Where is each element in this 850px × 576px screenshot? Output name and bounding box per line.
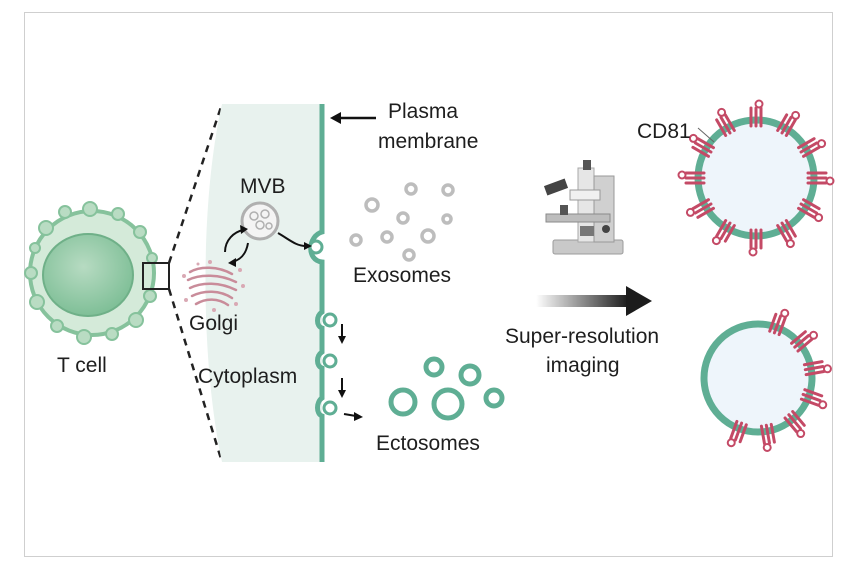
cd81-loop xyxy=(791,110,801,120)
cd81-label: CD81 xyxy=(637,120,691,143)
cd81-loop xyxy=(809,330,819,340)
cd81-strand xyxy=(801,392,822,403)
cd81-strand xyxy=(693,202,713,215)
cd81-strand xyxy=(780,115,793,135)
t-cell-protrusions xyxy=(24,201,158,345)
imaging-label-line2: imaging xyxy=(546,354,620,377)
cd81-strand xyxy=(803,365,825,372)
down-arrow-1 xyxy=(338,336,346,344)
cd81-loop xyxy=(717,107,727,117)
cd81-strand xyxy=(719,221,732,241)
cd81-loop xyxy=(814,213,824,223)
cd81-loop xyxy=(748,247,758,257)
mvb xyxy=(240,201,280,241)
cd81-strand xyxy=(715,118,728,137)
cd81-pointer xyxy=(697,127,715,143)
cd81-strand xyxy=(776,224,789,243)
exosomes-label: Exosomes xyxy=(353,264,452,287)
cd81-strand xyxy=(696,206,715,219)
cd81-strand xyxy=(797,137,816,150)
ectosome-release-arrow xyxy=(354,412,363,421)
cd81-strand xyxy=(790,330,807,345)
cd81-strand xyxy=(715,219,728,238)
zoom-line-bottom xyxy=(167,288,224,463)
cd81-loop xyxy=(796,429,806,439)
cd81-strand xyxy=(776,113,789,132)
mvb-label: MVB xyxy=(240,175,286,198)
cd81-strand xyxy=(787,413,802,431)
plasma-membrane-label-line2: membrane xyxy=(378,130,479,153)
cd81-strand xyxy=(784,118,797,137)
cd81-loop xyxy=(818,400,828,410)
vesicle-top xyxy=(677,99,835,257)
cd81-strand xyxy=(759,424,767,446)
cd81-strand xyxy=(780,221,793,241)
cytoplasm-region xyxy=(205,104,322,462)
cd81-strand xyxy=(799,397,820,407)
t-cell-label: T cell xyxy=(57,354,107,377)
cd81-strand xyxy=(802,145,821,158)
cd81-loop xyxy=(822,364,832,374)
cd81-strand xyxy=(723,113,736,132)
cd81-strand xyxy=(696,137,715,150)
golgi xyxy=(186,266,238,307)
membrane-buds xyxy=(308,239,338,416)
cd81-strand xyxy=(768,312,778,333)
cd81-strand xyxy=(691,198,710,211)
t-cell-nucleus xyxy=(42,233,134,317)
t-cell xyxy=(24,201,170,345)
cd81-strand xyxy=(777,316,787,337)
down-arrow-2 xyxy=(338,390,346,398)
cd81-loop xyxy=(688,133,698,143)
cd81-loop xyxy=(711,236,721,246)
imaging-label-line1: Super-resolution xyxy=(505,325,660,348)
cd81-loop xyxy=(785,239,795,249)
cd81-strand xyxy=(802,360,824,367)
cd81-strand xyxy=(799,202,819,215)
cd81-strand xyxy=(803,388,824,398)
cd81-strand xyxy=(793,334,811,349)
cd81-strand xyxy=(738,423,748,444)
cd81-strand xyxy=(733,421,744,442)
cd81-strand xyxy=(802,198,821,211)
cd81-strand xyxy=(799,141,819,154)
zoom-line-top xyxy=(167,103,224,264)
cd81-strand xyxy=(769,422,776,444)
ectosomes xyxy=(388,356,505,421)
cd81-strand xyxy=(772,314,783,335)
cd81-loop xyxy=(762,442,772,452)
cd81-strand xyxy=(796,337,814,353)
vesicle-bottom xyxy=(700,308,832,452)
cd81-strand xyxy=(804,369,826,377)
cd81-loop xyxy=(825,176,835,186)
cd81-loop xyxy=(685,207,695,217)
cd81-loop xyxy=(754,99,764,109)
cd81-loop xyxy=(726,438,736,448)
figure-frame xyxy=(24,12,833,557)
imaging-arrow xyxy=(536,295,628,307)
plasma-membrane xyxy=(308,104,325,462)
cd81-loop xyxy=(677,170,687,180)
ectosomes-label: Ectosomes xyxy=(376,432,480,455)
zoom-box xyxy=(142,262,170,290)
cd81-strand xyxy=(729,419,739,440)
cd81-strand xyxy=(791,410,806,427)
golgi-label: Golgi xyxy=(189,312,239,335)
mvb-fusion-arrow xyxy=(277,232,307,247)
plasma-membrane-label-line1: Plasma xyxy=(388,100,459,123)
cd81-strand xyxy=(723,224,736,243)
cd81-loop xyxy=(817,139,827,149)
microscope-icon xyxy=(543,160,624,255)
cd81-strand xyxy=(783,416,799,434)
cd81-strand xyxy=(764,423,771,445)
cytoplasm-label: Cytoplasm xyxy=(198,365,298,388)
cd81-strand xyxy=(784,219,797,238)
cd81-strand xyxy=(691,145,710,158)
cd81-strand xyxy=(719,115,732,135)
cd81-strand xyxy=(797,206,816,219)
cd81-loop xyxy=(780,308,790,318)
cd81-strand xyxy=(693,141,713,154)
exosomes xyxy=(349,182,455,262)
